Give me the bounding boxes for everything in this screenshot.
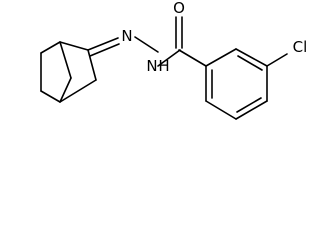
bond (89, 43, 120, 57)
bond (236, 97, 262, 113)
bond (205, 100, 237, 120)
bond (40, 90, 61, 103)
norbornane-ring (40, 41, 97, 103)
imine-nitrogen-label: N (121, 27, 132, 45)
benzene-ring (205, 48, 268, 120)
carbonyl-double-bond (175, 16, 183, 49)
bond (59, 41, 89, 51)
bond (59, 41, 72, 79)
nh-carbonyl-bond (157, 49, 181, 67)
bond (235, 48, 268, 67)
amide-nitrogen-label: N (146, 57, 157, 75)
bond (237, 55, 263, 71)
oxygen-label: O (173, 0, 185, 17)
bond (87, 49, 97, 81)
amide-hydrogen-label: H (158, 57, 169, 75)
carbonyl-aryl-bond (178, 49, 207, 67)
bond (59, 79, 97, 103)
bond (87, 37, 119, 51)
bond (40, 41, 61, 54)
bond (205, 48, 237, 67)
bond (235, 100, 268, 120)
molecule-diagram: O N N H Cl (40, 0, 308, 120)
n-n-bond (134, 36, 159, 53)
structure-canvas: O N N H Cl (40, 0, 308, 120)
bond (59, 77, 72, 103)
chlorine-label: Cl (293, 38, 308, 56)
imine-double-bond (87, 37, 120, 57)
c-cl-bond (266, 53, 288, 67)
